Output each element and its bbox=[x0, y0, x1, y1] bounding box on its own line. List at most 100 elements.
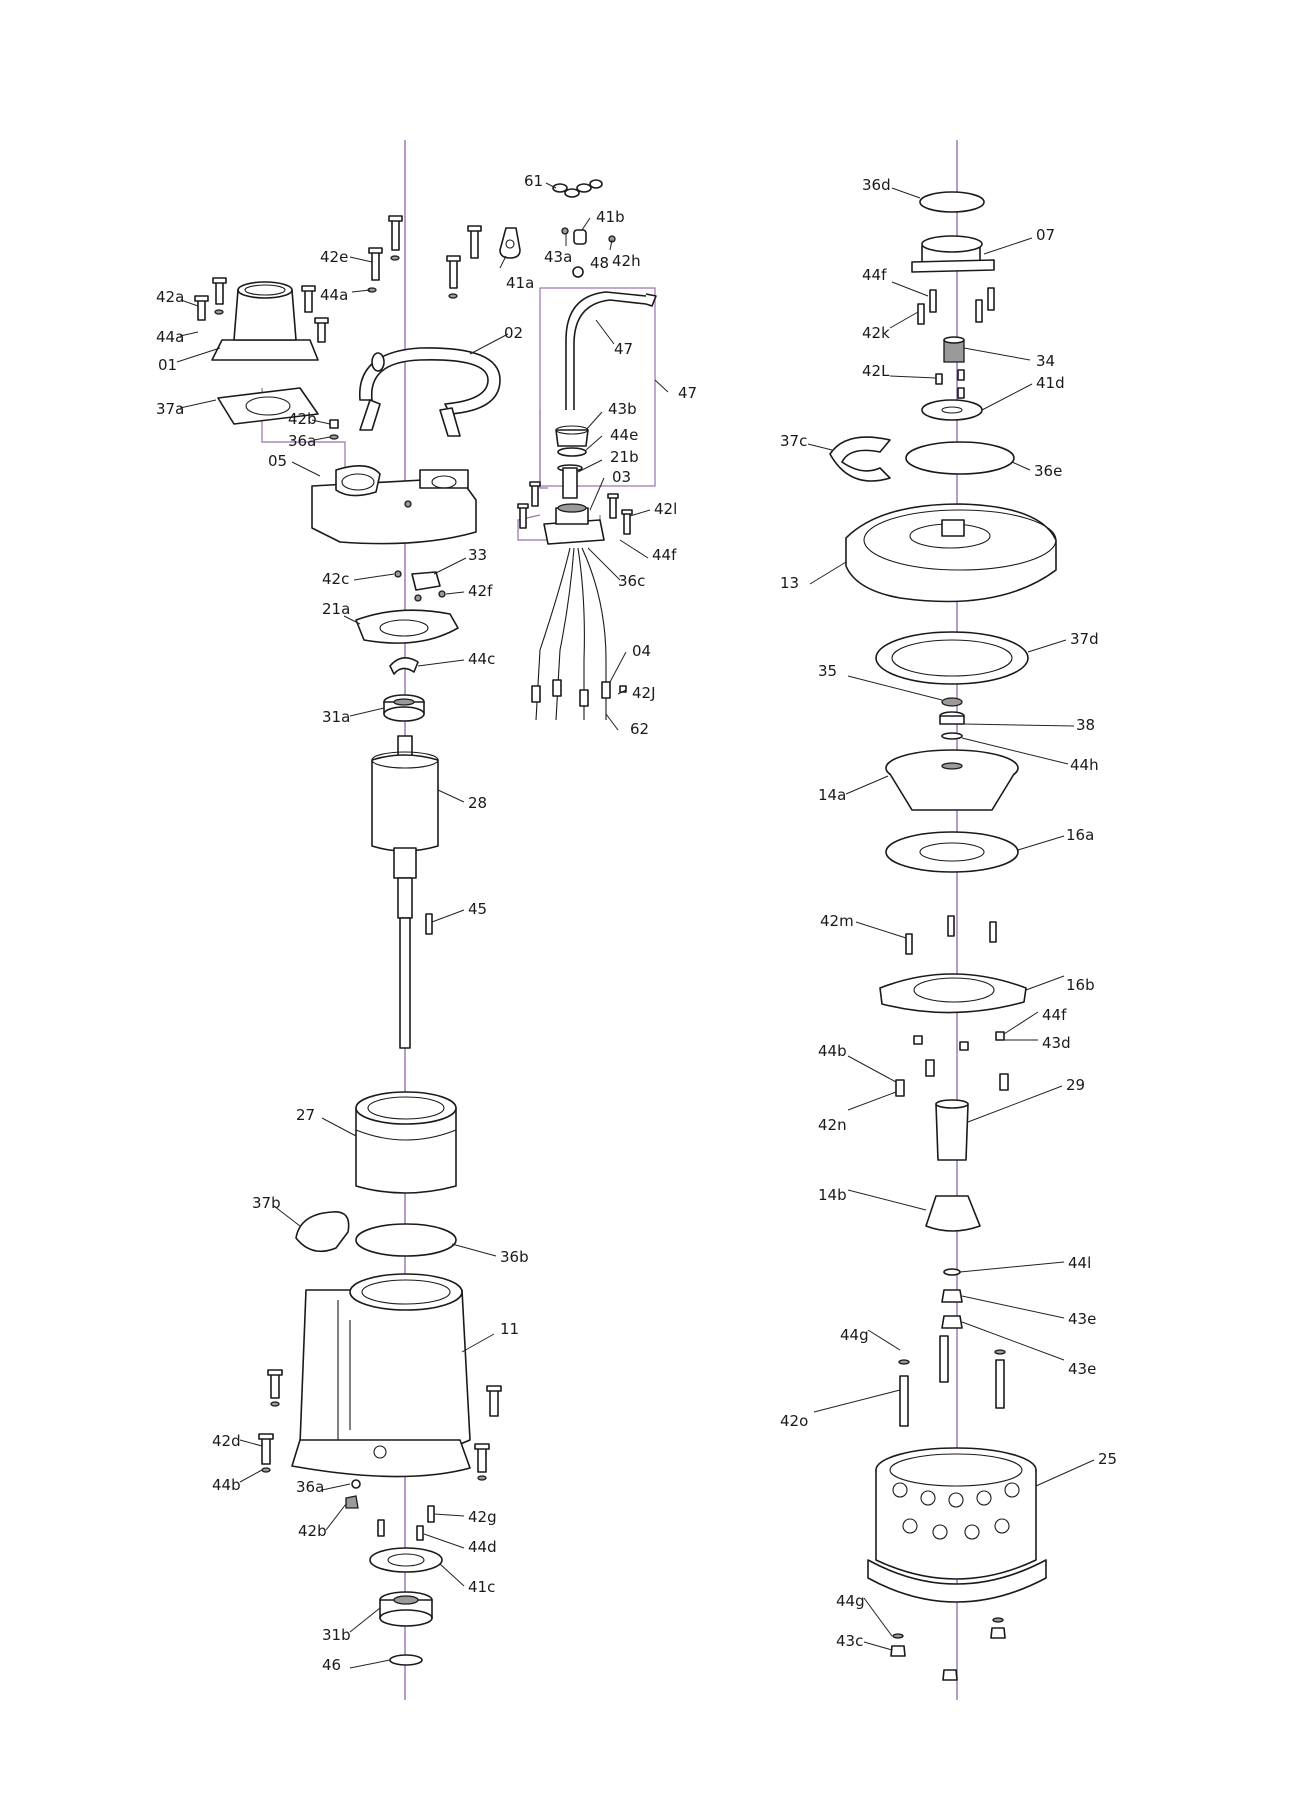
label-14a: 14a bbox=[818, 786, 846, 804]
wear-plate-gasket bbox=[875, 631, 1029, 685]
label-44g-2: 44g bbox=[836, 1592, 865, 1610]
label-43e-1: 43e bbox=[1068, 1310, 1096, 1328]
label-48: 48 bbox=[590, 254, 609, 272]
label-21a: 21a bbox=[322, 600, 350, 618]
label-43a: 43a bbox=[544, 248, 572, 266]
power-cable bbox=[565, 291, 657, 410]
label-44d: 44d bbox=[468, 1538, 497, 1556]
motor-housing bbox=[291, 1273, 471, 1478]
seal-housing bbox=[911, 235, 995, 273]
shaft-key bbox=[425, 913, 433, 935]
label-43b: 43b bbox=[608, 400, 637, 418]
label-36c: 36c bbox=[618, 572, 645, 590]
label-43d: 43d bbox=[1042, 1034, 1071, 1052]
label-61: 61 bbox=[524, 172, 543, 190]
motor-o-ring bbox=[355, 1223, 457, 1257]
strainer-base bbox=[867, 1447, 1047, 1603]
cable-kit-frame bbox=[539, 287, 656, 487]
seal-washer bbox=[921, 399, 983, 421]
cable-bracket bbox=[499, 227, 521, 259]
label-37d: 37d bbox=[1070, 630, 1099, 648]
label-34: 34 bbox=[1036, 352, 1055, 370]
stator bbox=[355, 1091, 457, 1194]
label-41a: 41a bbox=[506, 274, 534, 292]
label-44a-top: 44a bbox=[320, 286, 348, 304]
label-05: 05 bbox=[268, 452, 287, 470]
cutter-nut-upper bbox=[941, 1289, 963, 1303]
label-36d: 36d bbox=[862, 176, 891, 194]
wear-plate bbox=[885, 831, 1019, 873]
motor-housing-gasket bbox=[295, 1211, 350, 1253]
mechanical-seal bbox=[943, 336, 965, 363]
label-36a: 36a bbox=[296, 1478, 324, 1496]
label-02: 02 bbox=[504, 324, 523, 342]
label-44b-left: 44b bbox=[212, 1476, 241, 1494]
guide-line-cable bbox=[539, 410, 548, 489]
pump-volute bbox=[845, 503, 1057, 603]
label-44g-1: 44g bbox=[840, 1326, 869, 1344]
base-nuts bbox=[890, 1617, 1006, 1681]
label-47-in: 47 bbox=[614, 340, 633, 358]
support-plate bbox=[355, 609, 459, 644]
label-42m: 42m bbox=[820, 912, 854, 930]
label-42e: 42e bbox=[320, 248, 348, 266]
small-plug bbox=[345, 1495, 359, 1509]
leader-lines bbox=[176, 182, 1095, 1669]
label-42f: 42f bbox=[468, 582, 493, 600]
label-01: 01 bbox=[158, 356, 177, 374]
label-37b: 37b bbox=[252, 1194, 281, 1212]
seal-housing-screws bbox=[917, 287, 995, 325]
flange-screws bbox=[194, 215, 482, 343]
bearing-cover bbox=[369, 1547, 443, 1573]
suction-cover-screws bbox=[905, 915, 997, 955]
label-42L: 42L bbox=[862, 362, 890, 380]
wave-washer bbox=[389, 657, 419, 675]
flange-gasket bbox=[217, 387, 319, 425]
label-21b: 21b bbox=[610, 448, 639, 466]
carry-handle bbox=[359, 347, 501, 437]
label-47-out: 47 bbox=[678, 384, 697, 402]
label-42g: 42g bbox=[468, 1508, 497, 1526]
cover-nuts-and-washers bbox=[895, 1031, 1009, 1097]
label-41c: 41c bbox=[468, 1578, 495, 1596]
label-42c: 42c bbox=[322, 570, 349, 588]
impeller-seal-ring bbox=[941, 697, 963, 707]
label-27: 27 bbox=[296, 1106, 315, 1124]
impeller-washer bbox=[941, 732, 963, 740]
volute-gasket bbox=[829, 436, 891, 482]
label-03: 03 bbox=[612, 468, 631, 486]
cable-clamp bbox=[561, 227, 616, 278]
label-38: 38 bbox=[1076, 716, 1095, 734]
label-28: 28 bbox=[468, 794, 487, 812]
label-43c: 43c bbox=[836, 1632, 863, 1650]
label-44f-right-2: 44f bbox=[1042, 1006, 1067, 1024]
label-31a: 31a bbox=[322, 708, 350, 726]
thermal-switch bbox=[394, 570, 446, 602]
shaft-sleeve bbox=[939, 711, 965, 725]
label-44c: 44c bbox=[468, 650, 495, 668]
label-44l: 44l bbox=[1068, 1254, 1091, 1272]
retaining-ring bbox=[389, 1654, 423, 1666]
impeller bbox=[885, 749, 1019, 811]
motor-lead-wires bbox=[531, 547, 627, 721]
label-07: 07 bbox=[1036, 226, 1055, 244]
label-42o: 42o bbox=[780, 1412, 808, 1430]
label-11: 11 bbox=[500, 1320, 519, 1338]
gland-screws bbox=[517, 481, 633, 535]
label-35: 35 bbox=[818, 662, 837, 680]
label-31b: 31b bbox=[322, 1626, 351, 1644]
label-41d: 41d bbox=[1036, 374, 1065, 392]
label-16a: 16a bbox=[1066, 826, 1094, 844]
seal-ring-small bbox=[351, 1479, 361, 1489]
small-screw-seal bbox=[329, 419, 339, 440]
label-45: 45 bbox=[468, 900, 487, 918]
label-42j: 42J bbox=[632, 684, 656, 702]
rotor-and-shaft bbox=[371, 735, 439, 1049]
label-44h: 44h bbox=[1070, 756, 1099, 774]
label-37a: 37a bbox=[156, 400, 184, 418]
housing-screws bbox=[258, 1369, 502, 1481]
label-14b: 14b bbox=[818, 1186, 847, 1204]
suction-cover bbox=[879, 973, 1027, 1014]
label-29: 29 bbox=[1066, 1076, 1085, 1094]
